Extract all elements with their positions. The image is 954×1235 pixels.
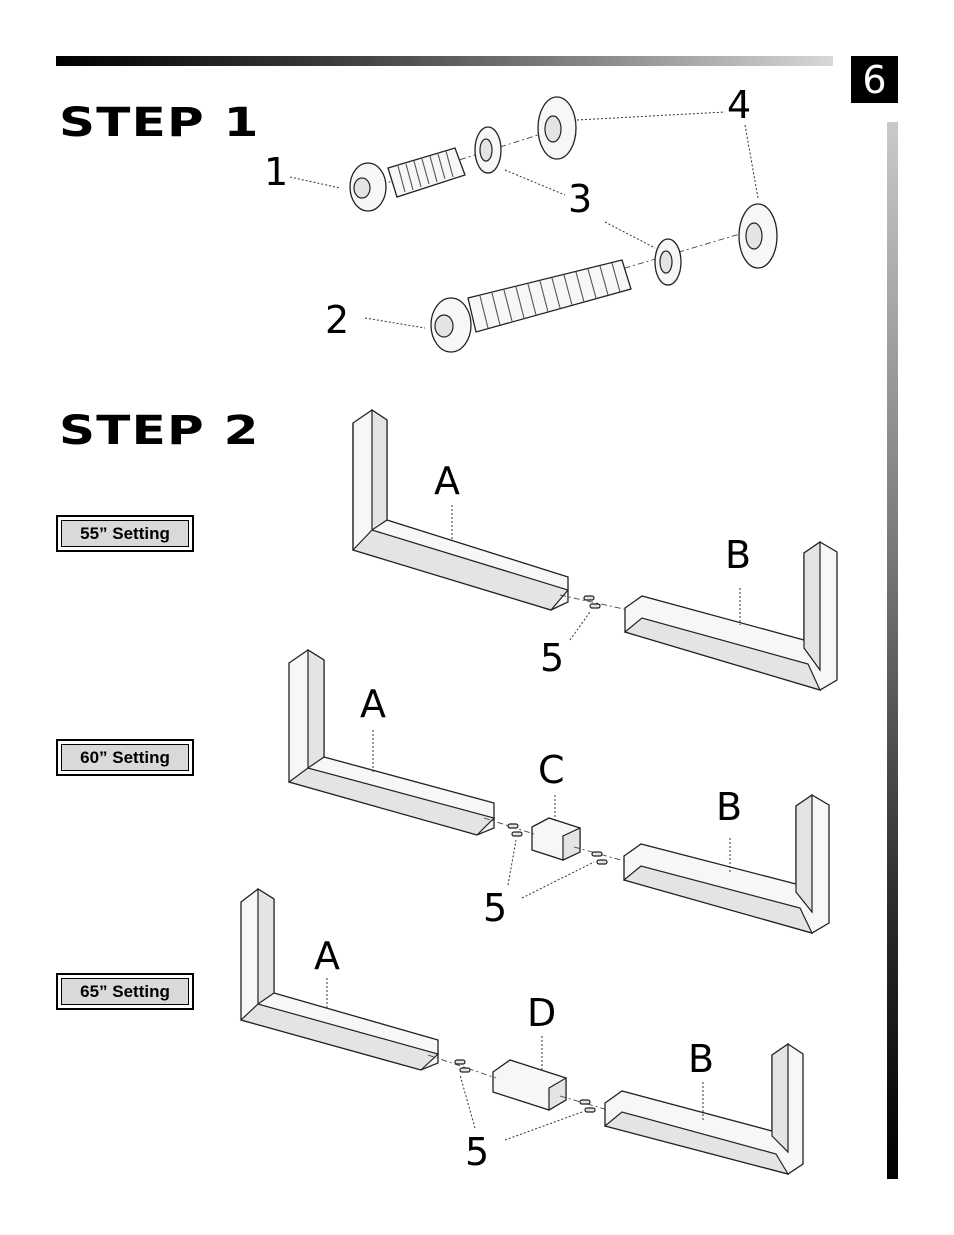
callout-3: 3 xyxy=(568,177,592,221)
frame-60 xyxy=(287,648,830,934)
part-a-65: A xyxy=(314,934,340,978)
page-number-tab: 6 xyxy=(851,56,898,103)
long-bolt xyxy=(430,227,761,353)
rail-a-60 xyxy=(287,648,496,836)
pin-5-60: 5 xyxy=(483,886,507,930)
part-b-60: B xyxy=(716,785,742,829)
block-c-60 xyxy=(531,817,581,861)
rail-b-60 xyxy=(622,793,830,934)
part-c-60: C xyxy=(538,748,565,792)
part-b-65: B xyxy=(688,1037,714,1081)
page-number: 6 xyxy=(862,57,887,102)
callout-4: 4 xyxy=(727,83,751,127)
part-a-60: A xyxy=(360,682,386,726)
setting-60-badge: 60” Setting xyxy=(56,739,194,776)
setting-60-label: 60” Setting xyxy=(61,744,189,771)
rail-b-55 xyxy=(623,540,838,691)
short-flat-washer xyxy=(537,96,577,160)
part-b-55: B xyxy=(725,533,751,577)
block-d-65 xyxy=(492,1059,567,1112)
callout-1: 1 xyxy=(264,150,288,194)
pin-5-65: 5 xyxy=(465,1130,489,1174)
setting-65-label: 65” Setting xyxy=(61,978,189,1005)
step1-title: STEP 1 xyxy=(59,100,260,146)
frame-65 xyxy=(239,887,804,1175)
step2-title: STEP 2 xyxy=(59,408,260,454)
header-gradient-bar xyxy=(56,56,833,66)
short-lock-washer xyxy=(474,126,502,174)
long-lock-washer xyxy=(654,238,682,286)
long-flat-washer xyxy=(738,203,778,269)
pin-5-55: 5 xyxy=(540,636,564,680)
short-bolt xyxy=(349,127,561,212)
rail-a-65 xyxy=(239,887,440,1071)
setting-65-badge: 65” Setting xyxy=(56,973,194,1010)
setting-55-badge: 55” Setting xyxy=(56,515,194,552)
frame-55 xyxy=(351,408,838,691)
side-gradient-bar xyxy=(887,122,898,1179)
part-d-65: D xyxy=(527,991,556,1035)
callout-2: 2 xyxy=(325,298,349,342)
rail-a-55 xyxy=(351,408,570,611)
rail-b-65 xyxy=(603,1042,804,1175)
setting-55-label: 55” Setting xyxy=(61,520,189,547)
part-a-55: A xyxy=(434,459,460,503)
